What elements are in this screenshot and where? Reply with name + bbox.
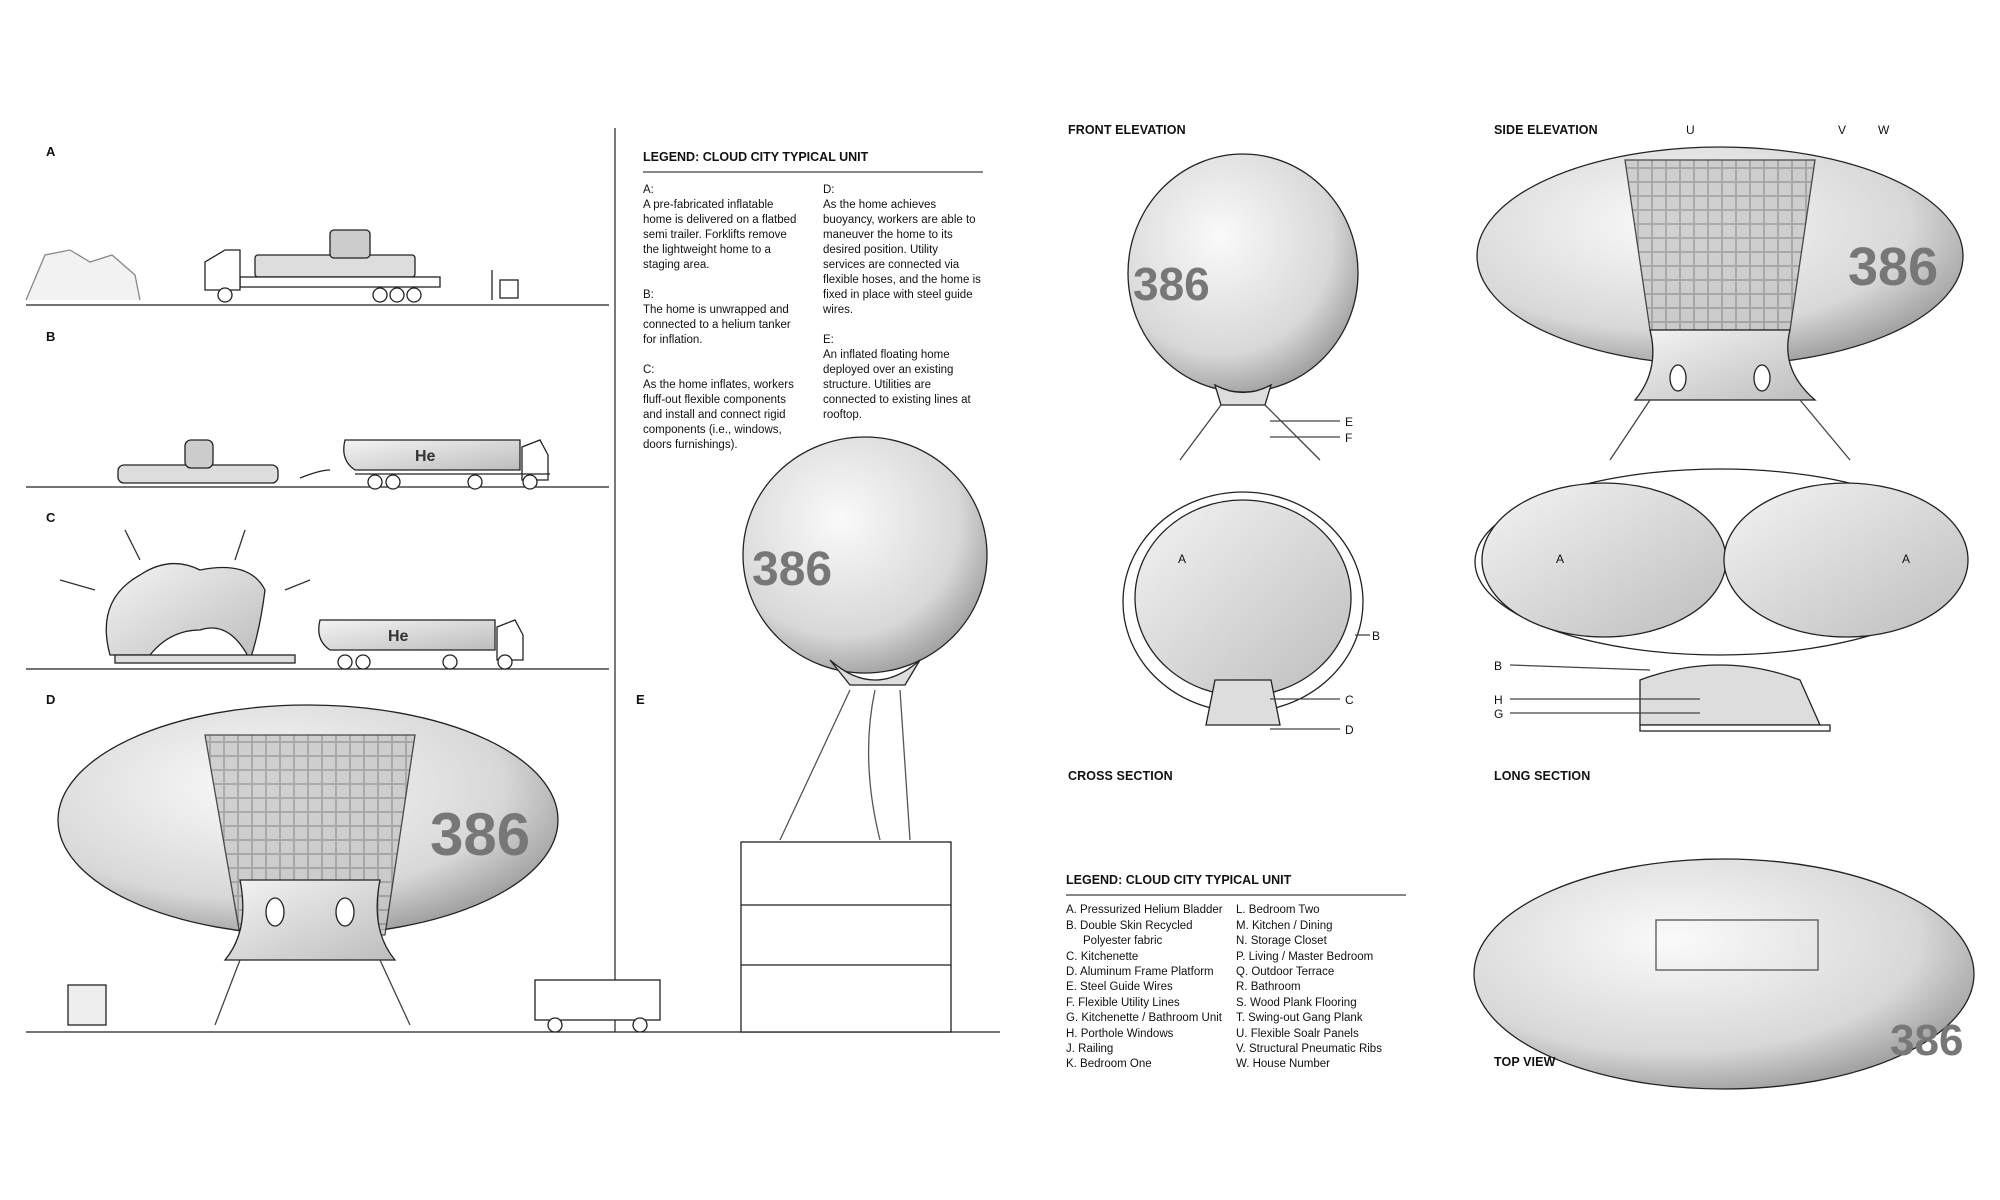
panel-a-truck-delivery	[25, 229, 519, 303]
legend-item: F. Flexible Utility Lines	[1066, 996, 1180, 1009]
tanker-label-b: He	[415, 448, 436, 465]
house-number-d: 386	[430, 801, 530, 868]
front-elevation-drawing	[1127, 153, 1359, 461]
callout-v: V	[1838, 123, 1846, 137]
legend-left-column: A. Pressurized Helium Bladder B. Double …	[1066, 903, 1236, 1072]
entry-key: B:	[643, 289, 654, 301]
callout-g: G	[1494, 707, 1503, 721]
callout-b-long: B	[1494, 659, 1502, 673]
legend-item: B. Double Skin Recycled	[1066, 919, 1193, 932]
legend-item: W. House Number	[1236, 1058, 1330, 1071]
legend-construction-steps: LEGEND: CLOUD CITY TYPICAL UNIT A: A pre-…	[643, 150, 983, 468]
legend-entry-c: C: As the home inflates, workers fluff-ou…	[643, 363, 803, 453]
side-elevation-title: SIDE ELEVATION	[1494, 123, 1598, 137]
entry-key: A:	[643, 184, 654, 196]
callout-a-cross: A	[1178, 552, 1186, 566]
callout-c: C	[1345, 693, 1354, 707]
house-number-e: 386	[752, 543, 832, 596]
cross-section-title: CROSS SECTION	[1068, 769, 1173, 783]
legend-item: L. Bedroom Two	[1236, 904, 1320, 917]
panel-label-d: D	[46, 692, 56, 707]
legend-item: C. Kitchenette	[1066, 950, 1139, 963]
callout-h: H	[1494, 693, 1503, 707]
legend-title: LEGEND: CLOUD CITY TYPICAL UNIT	[643, 150, 983, 173]
entry-text: A pre-fabricated inflatable home is deli…	[643, 199, 797, 271]
top-view-title: TOP VIEW	[1494, 1055, 1556, 1069]
legend-item: E. Steel Guide Wires	[1066, 981, 1173, 994]
callout-a-long-right: A	[1902, 552, 1910, 566]
legend-item: R. Bathroom	[1236, 981, 1301, 994]
legend-entry-e: E: An inflated floating home deployed ove…	[823, 333, 983, 423]
legend-item: U. Flexible Soalr Panels	[1236, 1027, 1359, 1040]
panel-label-e: E	[636, 692, 645, 707]
legend-item: K. Bedroom One	[1066, 1058, 1152, 1071]
legend-item: Q. Outdoor Terrace	[1236, 966, 1335, 979]
legend-entry-a: A: A pre-fabricated inflatable home is de…	[643, 183, 803, 273]
front-elevation-title: FRONT ELEVATION	[1068, 123, 1186, 137]
legend-entry-b: B: The home is unwrapped and connected to…	[643, 288, 803, 348]
callout-d: D	[1345, 723, 1354, 737]
entry-text: As the home achieves buoyancy, workers a…	[823, 199, 981, 316]
legend-entry-d: D: As the home achieves buoyancy, workers…	[823, 183, 983, 318]
house-number-top: 386	[1890, 1016, 1963, 1065]
entry-text: The home is unwrapped and connected to a…	[643, 304, 791, 346]
top-view-drawing	[1473, 858, 1975, 1090]
side-elevation-drawing	[1476, 146, 1964, 461]
house-number-front: 386	[1133, 258, 1210, 310]
house-number-side: 386	[1848, 237, 1938, 297]
legend-item: J. Railing	[1066, 1043, 1114, 1056]
panel-c-inflation	[59, 529, 524, 670]
panel-b-tanker	[117, 439, 550, 490]
long-section-drawing	[1474, 468, 1969, 732]
long-section-title: LONG SECTION	[1494, 769, 1591, 783]
callout-e: E	[1345, 415, 1353, 429]
panel-label-a: A	[46, 144, 56, 159]
callout-a-long-left: A	[1556, 552, 1564, 566]
legend-item: Polyester fabric	[1083, 935, 1163, 948]
callout-u: U	[1686, 123, 1695, 137]
legend-item: H. Porthole Windows	[1066, 1027, 1174, 1040]
cross-section-drawing	[1122, 491, 1370, 730]
legend-item: A. Pressurized Helium Bladder	[1066, 904, 1223, 917]
callout-w: W	[1878, 123, 1890, 137]
legend-item: N. Storage Closet	[1236, 935, 1327, 948]
panel-label-b: B	[46, 329, 56, 344]
legend-title: LEGEND: CLOUD CITY TYPICAL UNIT	[1066, 873, 1406, 897]
legend-item: V. Structural Pneumatic Ribs	[1236, 1043, 1382, 1056]
panel-label-c: C	[46, 510, 56, 525]
callout-f: F	[1345, 431, 1352, 445]
entry-key: E:	[823, 334, 834, 346]
legend-unit-parts: LEGEND: CLOUD CITY TYPICAL UNIT A. Press…	[1066, 873, 1406, 1073]
legend-item: G. Kitchenette / Bathroom Unit	[1066, 1012, 1222, 1025]
panel-e-deployed	[534, 436, 988, 1033]
legend-right-column: L. Bedroom Two M. Kitchen / Dining N. St…	[1236, 903, 1406, 1072]
entry-text: An inflated floating home deployed over …	[823, 349, 971, 421]
legend-item: D. Aluminum Frame Platform	[1066, 966, 1214, 979]
entry-text: As the home inflates, workers fluff-out …	[643, 379, 794, 451]
legend-item: S. Wood Plank Flooring	[1236, 996, 1357, 1009]
tanker-label-c: He	[388, 628, 409, 645]
legend-item: P. Living / Master Bedroom	[1236, 950, 1374, 963]
entry-key: D:	[823, 184, 835, 196]
callout-b-cross: B	[1372, 629, 1380, 643]
panel-d-balloon	[57, 704, 559, 1026]
legend-item: M. Kitchen / Dining	[1236, 919, 1333, 932]
legend-item: T. Swing-out Gang Plank	[1236, 1012, 1363, 1025]
entry-key: C:	[643, 364, 655, 376]
